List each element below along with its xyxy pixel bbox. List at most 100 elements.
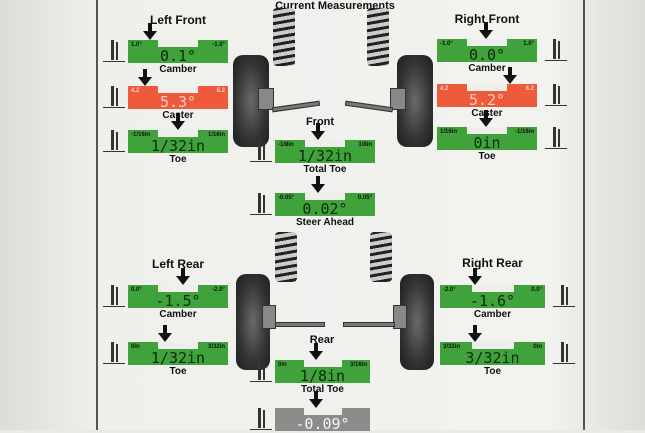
gauge-min: 0in	[278, 362, 287, 368]
left-front-camber-gauge: 1.0° -1.0° 0.1°	[128, 40, 228, 65]
pointer-arrow-icon	[503, 67, 517, 84]
wheel-diagram-icon	[250, 191, 272, 215]
gauge-value: 5.2°	[468, 91, 506, 109]
gauge-min: 3/32in	[443, 344, 461, 350]
gauge-min: 1.0°	[131, 42, 142, 48]
gauge-value: 1/32in	[150, 137, 206, 155]
front-right-arm	[344, 100, 394, 113]
gauge-target-notch	[467, 39, 507, 46]
gauge-min: -1.0°	[440, 41, 453, 47]
left-front-toe-gauge: -1/16in 1/16in 1/32in	[128, 130, 228, 155]
gauge-max: 3/32in	[207, 344, 225, 350]
left-front-title: Left Front	[150, 13, 206, 27]
rear-right-arm	[343, 322, 395, 327]
gauge-bar	[440, 285, 545, 308]
gauge-bar	[275, 408, 370, 431]
right-front-caster-gauge: 4.2 6.2 5.2°	[437, 84, 537, 109]
gauge-max: 0.0°	[531, 287, 542, 293]
gauge-min: -1/8in	[278, 142, 294, 148]
left-rear-title: Left Rear	[151, 257, 204, 271]
gauge-min: 4.2	[440, 86, 449, 92]
front-steer-ahead-gauge: -0.05° 0.05° 0.02°	[275, 193, 375, 218]
pointer-arrow-icon	[311, 176, 325, 193]
left-front-camber-label: Camber	[159, 64, 197, 75]
gauge-bar	[128, 86, 228, 109]
wheel-diagram-icon	[250, 406, 272, 430]
gauge-bar	[437, 127, 537, 150]
gauge-target-notch	[158, 285, 198, 292]
gauge-value: -1.5°	[155, 292, 201, 310]
gauge-target-notch	[158, 342, 198, 349]
rear-title: Rear	[309, 334, 335, 346]
gauge-min: -1/16in	[131, 132, 151, 138]
pointer-arrow-icon	[138, 69, 152, 86]
wheel-diagram-icon	[103, 340, 125, 364]
gauge-bar	[128, 40, 228, 63]
left-rear-toe-gauge: 0in 3/32in 1/32in	[128, 342, 228, 367]
rear-right-spring	[370, 232, 392, 282]
wheel-diagram-icon	[545, 82, 567, 106]
gauge-max: 1/16in	[207, 132, 225, 138]
right-rear-toe-gauge: 3/32in 0in 3/32in	[440, 342, 545, 367]
left-rear-camber-label: Camber	[159, 309, 197, 320]
pointer-arrow-icon	[158, 325, 172, 342]
left-rear-camber-gauge: 0.0° -2.0° -1.5°	[128, 285, 228, 310]
wheel-diagram-icon	[553, 340, 575, 364]
gauge-value: 0in	[473, 134, 501, 152]
wheel-diagram-icon	[250, 138, 272, 162]
rear-left-spring	[275, 232, 297, 282]
gauge-bar	[437, 39, 537, 62]
pointer-arrow-icon	[479, 110, 493, 127]
front-right-hub	[390, 88, 406, 110]
gauge-max: -1/16in	[514, 129, 534, 135]
gauge-bar	[128, 130, 228, 153]
left-front-toe-label: Toe	[169, 154, 187, 165]
wheel-diagram-icon	[545, 37, 567, 61]
gauge-value: 1/32in	[297, 147, 353, 165]
gauge-max: 1/8in	[358, 142, 372, 148]
gauge-bar	[128, 285, 228, 308]
gauge-value: 0.0°	[468, 46, 506, 64]
gauge-max: 3/16in	[349, 362, 367, 368]
right-rear-title: Right Rear	[462, 256, 523, 270]
rear-right-hub	[393, 305, 407, 329]
gauge-min: 0.0°	[131, 287, 142, 293]
gauge-target-notch	[305, 193, 345, 200]
pointer-arrow-icon	[171, 113, 185, 130]
gauge-bar	[440, 342, 545, 365]
right-front-camber-gauge: -1.0° 1.0° 0.0°	[437, 39, 537, 64]
left-rear-toe-label: Toe	[169, 366, 187, 377]
pointer-arrow-icon	[468, 268, 482, 285]
wheel-diagram-icon	[103, 84, 125, 108]
gauge-max: 1.0°	[523, 41, 534, 47]
gauge-max: -2.0°	[212, 287, 225, 293]
right-front-toe-label: Toe	[478, 151, 496, 162]
gauge-max: 6.2	[525, 86, 534, 92]
pointer-arrow-icon	[479, 22, 493, 39]
gauge-target-notch	[467, 127, 507, 134]
gauge-target-notch	[158, 40, 198, 47]
pointer-arrow-icon	[468, 325, 482, 342]
gauge-bar	[275, 193, 375, 216]
front-left-hub	[258, 88, 274, 110]
gauge-max: 0.05°	[357, 195, 372, 201]
gauge-bar	[128, 342, 228, 365]
gauge-value: 1/8in	[299, 367, 346, 385]
gauge-value: -0.09°	[295, 415, 350, 433]
gauge-target-notch	[303, 408, 342, 415]
front-total-toe-label: Total Toe	[303, 164, 347, 175]
gauge-value: 0.02°	[302, 200, 348, 218]
rear-left-arm	[275, 322, 325, 327]
right-front-title: Right Front	[454, 12, 520, 26]
left-front-caster-gauge: 4.2 6.2 5.3°	[128, 86, 228, 111]
gauge-target-notch	[303, 360, 342, 367]
wheel-diagram-icon	[103, 283, 125, 307]
page-border-left	[96, 0, 98, 430]
rear-thrust-gauge: -0.09°	[275, 408, 370, 433]
gauge-min: -0.05°	[278, 195, 295, 201]
front-title: Front	[305, 116, 335, 128]
gauge-min: 1/16in	[440, 129, 458, 135]
front-steer-ahead-label: Steer Ahead	[296, 217, 354, 228]
page-border-right	[583, 0, 585, 430]
wheel-diagram-icon	[103, 128, 125, 152]
